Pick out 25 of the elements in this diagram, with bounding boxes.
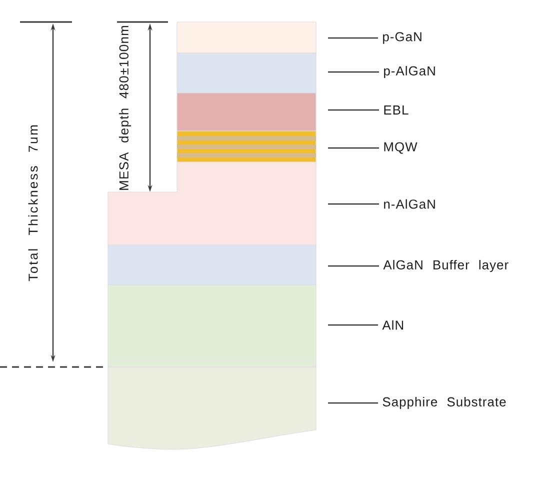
layer-band [176,52,316,94]
layer-label: AlGaN Buffer layer [383,260,508,272]
layer-label: MQW [384,142,418,154]
leader-line [328,324,378,326]
leader-line [328,147,379,149]
leader-line [328,109,379,111]
leader-line [328,402,378,404]
layer-label: Sapphire Substrate [382,396,506,410]
leader-line [328,265,379,267]
layer-band [176,22,316,54]
layer-band [108,366,316,450]
leader-line [328,37,378,39]
layer-band [108,244,316,286]
dimension-label: MESA depth 480±100nm [118,26,132,190]
layer-label: p-GaN [383,32,422,44]
layer-label: EBL [384,106,408,114]
leader-line [328,203,379,205]
leader-line [328,71,379,73]
layer-label: AlN [382,320,404,330]
layer-band [176,92,316,132]
layer-band [176,130,316,162]
dimension-label: Total Thickness 7um [28,125,38,282]
layer-label: n-AlGaN [384,199,435,209]
layer-band [108,284,316,368]
layer-label: p-AlGaN [384,66,435,78]
